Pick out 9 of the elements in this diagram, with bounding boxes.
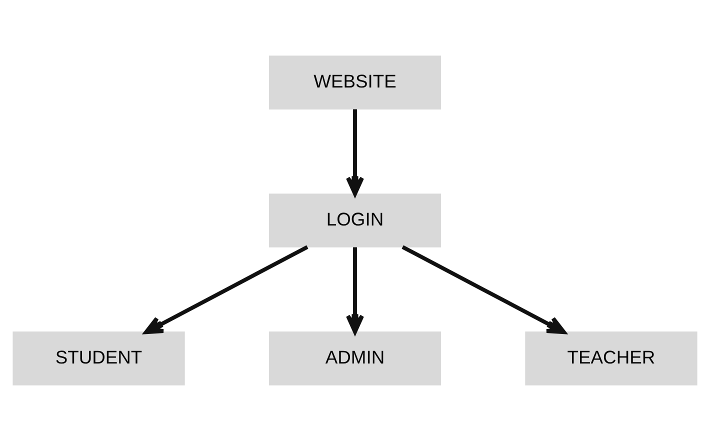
node-box: WEBSITE bbox=[268, 55, 442, 109]
node-box: STUDENT bbox=[12, 331, 185, 385]
node-box: ADMIN bbox=[268, 331, 442, 385]
node-box: TEACHER bbox=[525, 331, 698, 385]
arrow bbox=[346, 108, 364, 196]
arrow bbox=[144, 244, 308, 334]
node-box: LOGIN bbox=[268, 193, 442, 247]
arrow bbox=[346, 246, 364, 334]
arrow bbox=[402, 244, 566, 334]
